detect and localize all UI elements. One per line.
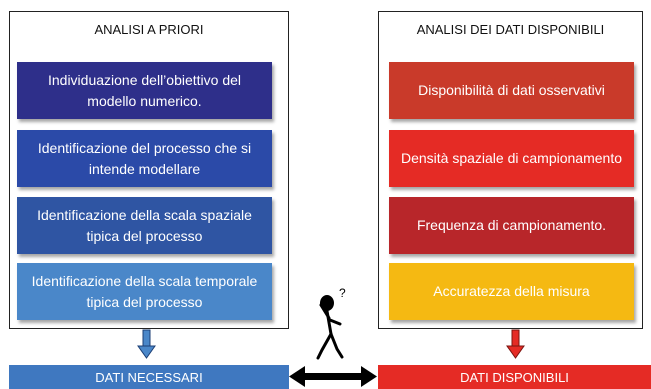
scala-temporale-box: Identificazione della scala temporale ti… [17, 263, 272, 320]
obiettivo-box: Individuazione dell’obiettivo del modell… [17, 62, 272, 119]
down-arrow-right-icon [506, 329, 525, 359]
question-mark: ? [339, 286, 346, 300]
frequenza-box: Frequenza di campionamento. [389, 197, 634, 254]
dati-disponibili-bar: DATI DISPONIBILI [378, 365, 651, 389]
double-arrow-icon [289, 366, 377, 387]
down-arrow-left-icon [137, 329, 156, 359]
analisi-dati-title: ANALISI DEI DATI DISPONIBILI [416, 22, 605, 37]
dati-necessari-bar: DATI NECESSARI [9, 365, 289, 389]
densita-spaziale-box: Densità spaziale di campionamento [389, 130, 634, 187]
analisi-a-priori-title: ANALISI A PRIORI [94, 22, 204, 37]
processo-box: Identificazione del processo che si inte… [17, 130, 272, 187]
accuratezza-box: Accuratezza della misura [389, 263, 634, 320]
scala-spaziale-box: Identificazione della scala spaziale tip… [17, 197, 272, 254]
thinking-person-icon [316, 295, 344, 360]
dati-osservativi-box: Disponibilità di dati osservativi [389, 62, 634, 119]
